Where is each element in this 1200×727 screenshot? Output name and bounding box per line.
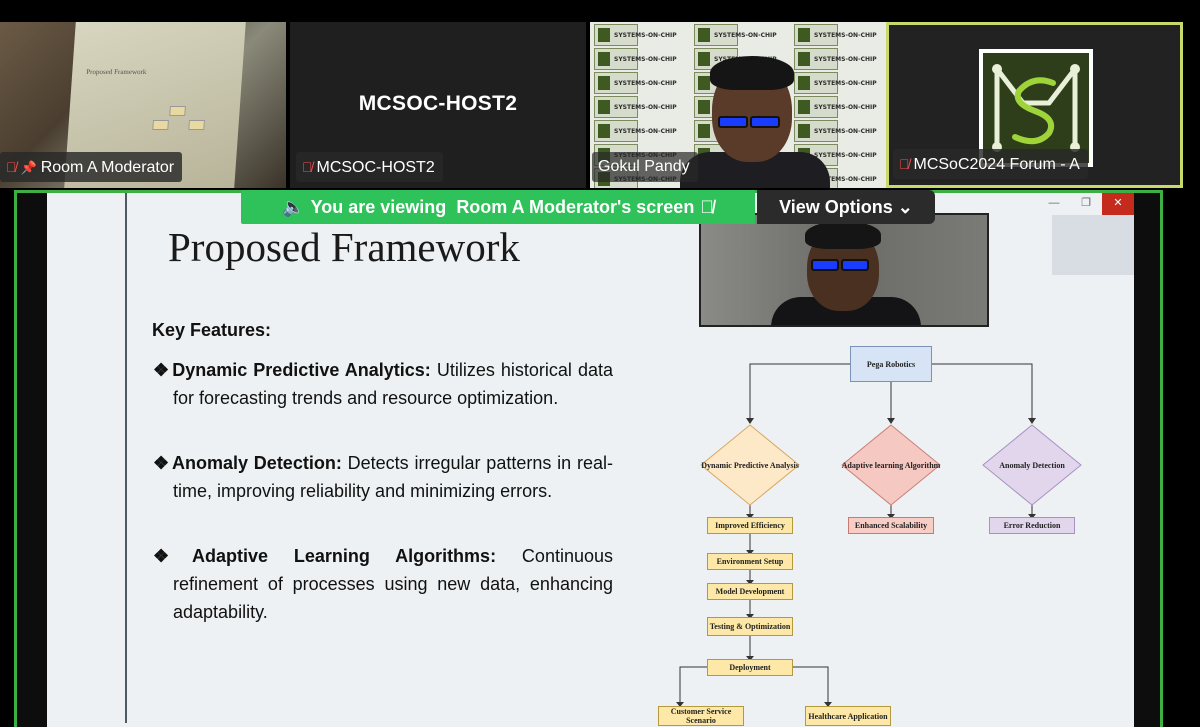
diagram-node-label: Dynamic Predictive Analysis [701,460,799,470]
participant-name-tag: 🎙̸MCSOC-HOST2 [296,152,443,182]
backdrop-logo-text: SYSTEMS-ON-CHIP [614,32,677,39]
diagram-step-node: Model Development [707,583,793,600]
participant-tile-mcsoc2024-forum-a[interactable]: 🎙̸MCSoC2024 Forum - A [886,22,1183,188]
diagram-result-node: Error Reduction [989,517,1075,534]
diagram-output-node: Customer Service Scenario [658,706,744,726]
backdrop-logo-tile [794,96,838,118]
diagram-root-node: Pega Robotics [850,346,932,382]
participant-name: MCSoC2024 Forum - A [913,156,1080,173]
backdrop-logo-text: SYSTEMS-ON-CHIP [614,56,677,63]
backdrop-logo-text: SYSTEMS-ON-CHIP [814,80,877,87]
view-options-button[interactable]: View Options ⌄ [757,190,935,224]
backdrop-logo-text: SYSTEMS-ON-CHIP [814,152,877,159]
backdrop-logo-tile [794,48,838,70]
view-options-label: View Options [779,197,893,217]
diagram-node-label: Anomaly Detection [999,460,1065,470]
diagram-step-node: Deployment [707,659,793,676]
banner-text: You are viewing [310,197,447,217]
participant-name: Gokul Pandy [598,158,690,175]
minimize-button[interactable]: — [1048,197,1060,209]
backdrop-logo-tile [794,72,838,94]
mic-off-icon: 🎙̸ [700,197,714,217]
chevron-down-icon: ⌄ [897,197,913,217]
window-controls: — ❐ ✕ [1038,193,1134,215]
participant-name: MCSOC-HOST2 [316,159,435,176]
mic-off-icon: 🎙̸ [899,156,910,172]
participant-tile-mcsoc-host2[interactable]: MCSOC-HOST2 🎙̸MCSOC-HOST2 [290,22,586,188]
participant-name-tag: Gokul Pandy [592,152,698,182]
circuit-logo-icon [992,64,1080,152]
pin-icon: 📌 [20,160,37,175]
backdrop-logo-text: SYSTEMS-ON-CHIP [614,80,677,87]
mic-off-icon: 🎙̸ [302,159,313,175]
restore-button[interactable]: ❐ [1081,197,1091,209]
backdrop-logo-tile [794,24,838,46]
diamond-bullet-icon: ❖ [153,546,190,566]
backdrop-logo-tile [594,24,638,46]
diamond-bullet-icon: ❖ [153,360,171,380]
slide-divider-line [125,193,127,723]
mic-off-icon: 🎙̸ [6,159,17,175]
backdrop-logo-text: SYSTEMS-ON-CHIP [814,128,877,135]
presentation-slide: Proposed Framework Key Features: ❖Dynami… [47,193,1134,727]
feature-item: ❖Anomaly Detection: Detects irregular pa… [153,449,613,505]
backdrop-logo-tile [594,120,638,142]
shared-screen[interactable]: Proposed Framework Key Features: ❖Dynami… [14,190,1163,727]
diagram-step-node: Testing & Optimization [707,617,793,636]
speaker-icon: 🔈 [282,197,305,217]
backdrop-logo-text: SYSTEMS-ON-CHIP [814,32,877,39]
screen-share-banner: 🔈You are viewing Room A Moderator's scre… [241,190,755,224]
banner-owner: Room A Moderator's screen [456,197,695,217]
diamond-bullet-icon: ❖ [153,453,170,473]
diagram-output-node: Healthcare Application [805,706,891,726]
feature-title: Anomaly Detection: [171,453,342,473]
mcsoc-logo [979,49,1093,167]
key-features-heading: Key Features: [152,320,272,340]
feature-item: ❖Dynamic Predictive Analytics: Utilizes … [153,356,613,412]
backdrop-logo-tile [594,96,638,118]
backdrop-logo-text: SYSTEMS-ON-CHIP [814,176,877,183]
diagram-decision-node: Dynamic Predictive Analysis [700,424,800,506]
participant-name-tag: 🎙̸📌Room A Moderator [0,152,183,182]
diagram-step-node: Improved Efficiency [707,517,793,534]
feature-item: ❖Adaptive Learning Algorithms: Continuou… [153,542,613,626]
participant-tile-gokul-pandy[interactable]: SYSTEMS-ON-CHIP SYSTEMS-ON-CHIP SYSTEMS-ON… [590,22,886,188]
diagram-decision-node: Adaptive learning Algorithm [841,424,941,506]
participant-name: Room A Moderator [40,159,175,176]
backdrop-logo-text: SYSTEMS-ON-CHIP [614,104,677,111]
backdrop-logo-tile [594,72,638,94]
backdrop-logo-tile [794,120,838,142]
diagram-decision-node: Anomaly Detection [982,424,1082,506]
presenter-side-panel [1052,215,1134,275]
feature-description: Detects irregular patterns in real-time,… [173,453,614,501]
slide-title: Proposed Framework [168,224,520,270]
backdrop-logo-tile [594,48,638,70]
backdrop-logo-text: SYSTEMS-ON-CHIP [614,128,677,135]
backdrop-logo-text: SYSTEMS-ON-CHIP [714,32,777,39]
diagram-step-node: Environment Setup [707,553,793,570]
feature-title: Dynamic Predictive Analytics: [172,360,431,380]
participant-tile-room-a-moderator[interactable]: Proposed Framework 🎙̸📌Room A Moderator [0,22,286,188]
participant-placeholder-name: MCSOC-HOST2 [358,92,518,115]
participant-name-tag: 🎙̸MCSoC2024 Forum - A [893,149,1088,179]
feature-title: Adaptive Learning Algorithms: [192,546,497,566]
backdrop-logo-tile [694,24,738,46]
backdrop-logo-text: SYSTEMS-ON-CHIP [814,104,877,111]
close-button[interactable]: ✕ [1102,193,1134,215]
feature-description: Continuous refinement of processes using… [173,546,613,622]
backdrop-logo-text: SYSTEMS-ON-CHIP [814,56,877,63]
feature-description: Utilizes historical data for forecasting… [173,360,613,408]
diagram-node-label: Adaptive learning Algorithm [841,460,941,470]
presenter-video-pip[interactable] [699,213,989,327]
diagram-result-node: Enhanced Scalability [848,517,934,534]
